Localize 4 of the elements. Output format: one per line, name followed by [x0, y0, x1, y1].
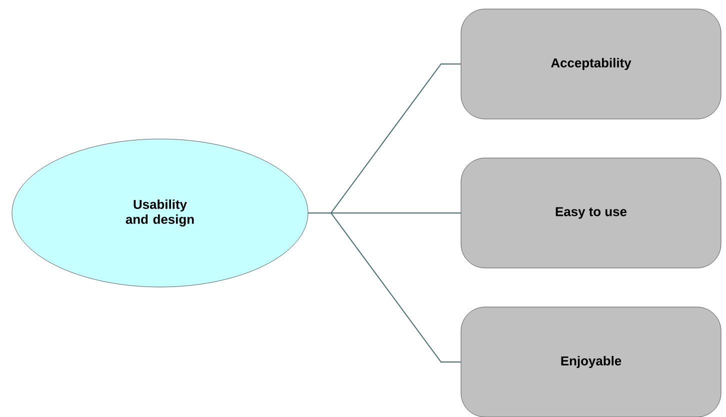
item-box: Enjoyable — [460, 306, 722, 417]
item-box: Easy to use — [460, 158, 722, 268]
item-box: Acceptability — [460, 8, 722, 120]
connector-line — [308, 212, 462, 362]
